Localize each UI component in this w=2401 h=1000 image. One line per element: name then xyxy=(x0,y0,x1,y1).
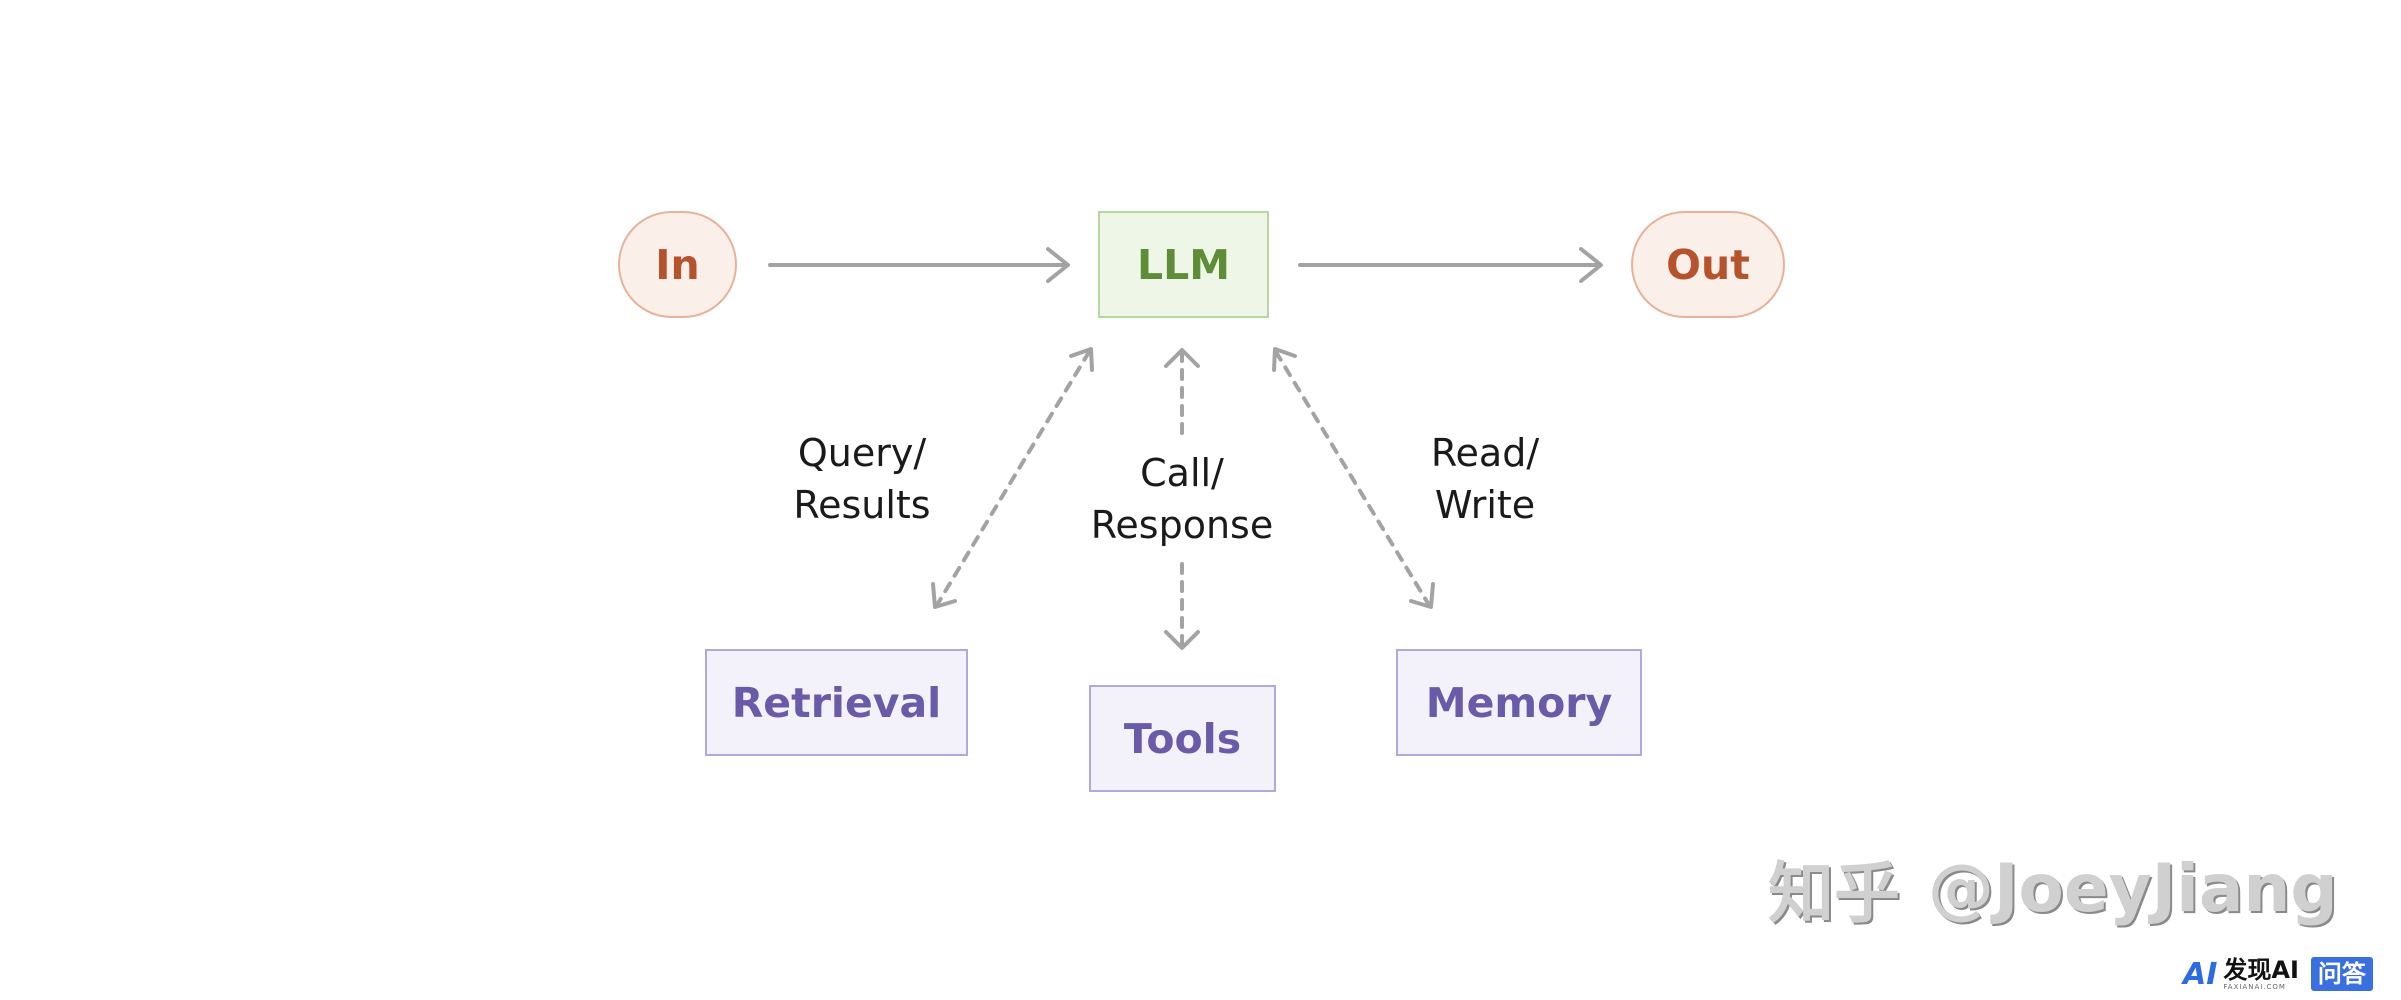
memory-edge-label-line1: Read/ xyxy=(1430,431,1540,475)
tools-edge-label: Call/ Response xyxy=(1062,447,1302,551)
brand-badge-group: AI 发现AI FAXIANAI.COM 问答 xyxy=(2183,956,2373,992)
arrow-llm-tools-lower xyxy=(1164,562,1200,650)
tools-edge-label-line1: Call/ xyxy=(1140,451,1224,495)
watermark-handle: @JoeyJiang xyxy=(1928,849,2338,927)
brand-qa-badge: 问答 xyxy=(2310,957,2373,991)
brand-logo-icon: AI xyxy=(2183,956,2218,992)
memory-edge-label: Read/ Write xyxy=(1380,427,1590,531)
brand-sub: FAXIANAI.COM xyxy=(2223,983,2286,991)
output-node: Out xyxy=(1631,211,1785,318)
brand-text: 发现AI FAXIANAI.COM xyxy=(2223,957,2299,991)
zhihu-watermark: 知乎 @JoeyJiang xyxy=(1768,848,2348,933)
arrow-llm-retrieval xyxy=(931,347,1094,609)
retrieval-node: Retrieval xyxy=(705,649,968,756)
watermark-cn-text: 知乎 xyxy=(1768,855,1900,932)
memory-edge-label-line2: Write xyxy=(1434,483,1536,527)
arrow-llm-memory xyxy=(1272,347,1435,609)
memory-node: Memory xyxy=(1396,649,1642,756)
brand-name: 发现AI xyxy=(2223,956,2299,984)
retrieval-edge-label: Query/ Results xyxy=(752,427,972,531)
arrow-llm-to-out xyxy=(1298,247,1603,283)
retrieval-edge-label-line1: Query/ xyxy=(797,431,927,475)
tools-edge-label-line2: Response xyxy=(1090,503,1274,547)
llm-node: LLM xyxy=(1098,211,1269,318)
arrow-llm-tools-upper xyxy=(1164,348,1200,438)
retrieval-edge-label-line2: Results xyxy=(793,483,931,527)
tools-node: Tools xyxy=(1089,685,1276,792)
input-node: In xyxy=(618,211,737,318)
arrow-in-to-llm xyxy=(768,247,1070,283)
